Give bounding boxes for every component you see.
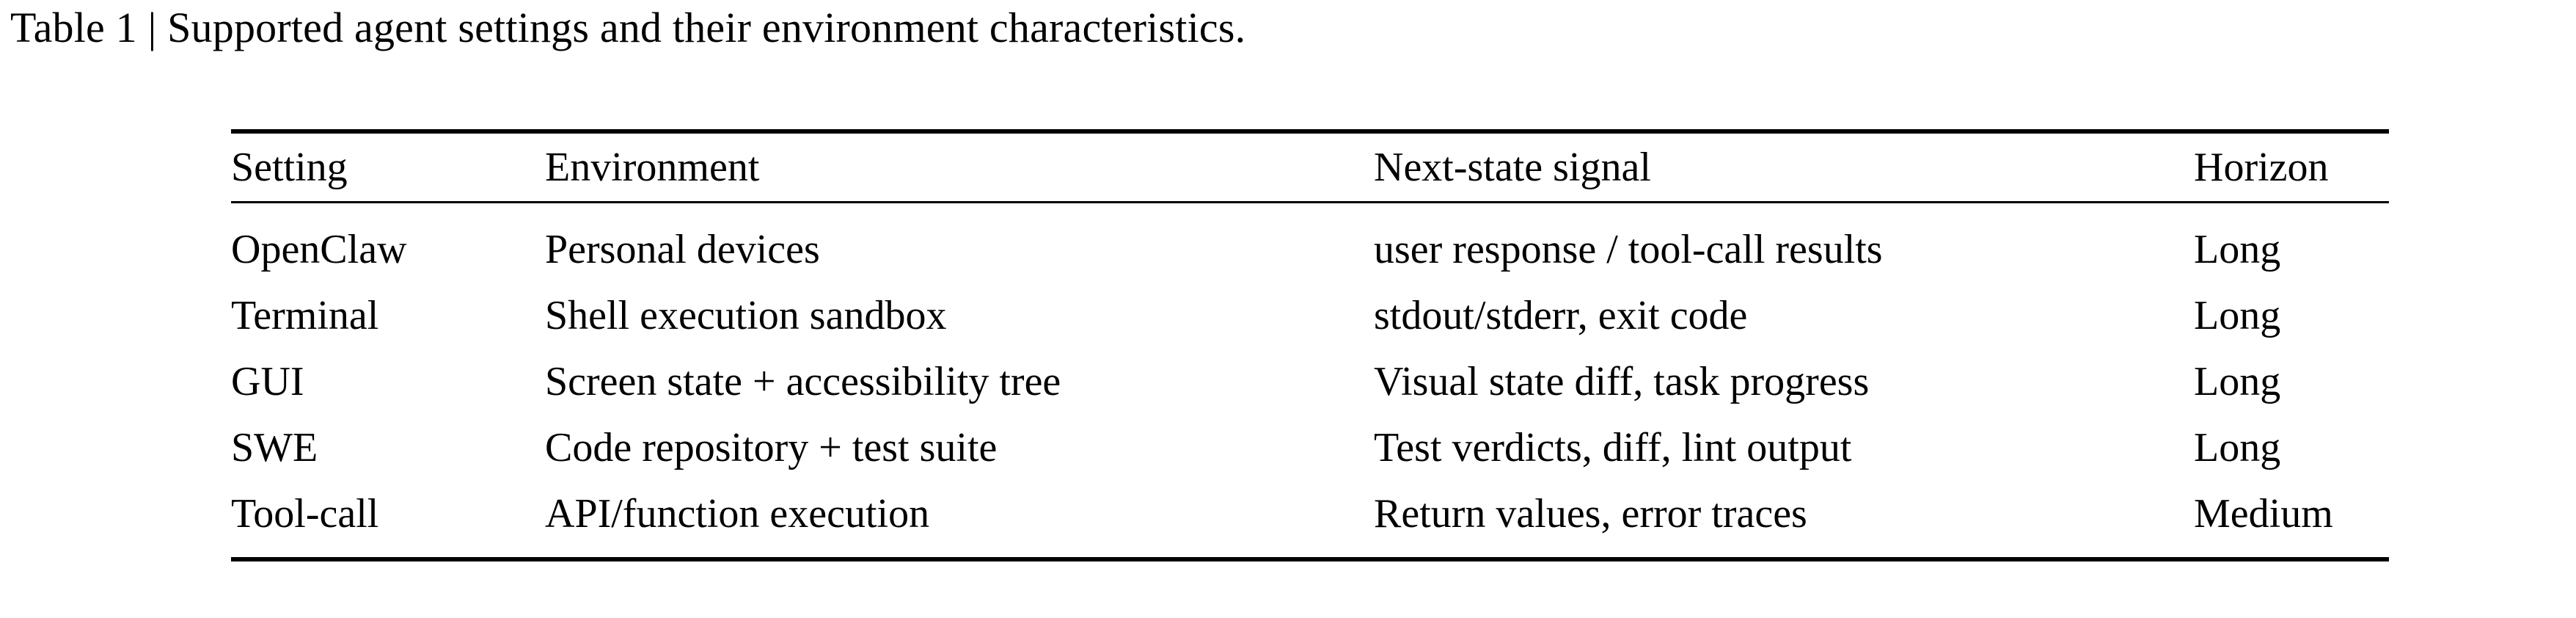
cell-environment: Screen state + accessibility tree [545, 359, 1061, 404]
bottom-rule [231, 557, 2389, 561]
header-rule-cell [231, 201, 2389, 203]
table-footer [231, 557, 2389, 561]
header-row: Setting Environment Next-state signal Ho… [231, 134, 2389, 201]
table-header: Setting Environment Next-state signal Ho… [231, 129, 2389, 203]
top-rule-cell [231, 129, 2389, 134]
table-caption: Table 1 | Supported agent settings and t… [10, 4, 1246, 51]
cell-environment: Code repository + test suite [545, 425, 998, 470]
table-row: GUI Screen state + accessibility tree Vi… [231, 349, 2389, 415]
cell-next-state-signal: user response / tool-call results [1374, 227, 1883, 272]
cell-setting: Terminal [231, 293, 379, 338]
cell-environment: Shell execution sandbox [545, 293, 947, 338]
cell-environment: Personal devices [545, 227, 820, 272]
cell-setting: Tool-call [231, 491, 379, 537]
cell-horizon: Long [2194, 293, 2281, 338]
header-rule-row [231, 201, 2389, 203]
table-container: Setting Environment Next-state signal Ho… [231, 129, 2389, 561]
cell-horizon: Long [2194, 227, 2281, 272]
table-row: OpenClaw Personal devices user response … [231, 203, 2389, 283]
column-header-next-state-signal: Next-state signal [1374, 145, 1651, 190]
supported-agent-settings-table: Setting Environment Next-state signal Ho… [231, 129, 2389, 561]
table-row: SWE Code repository + test suite Test ve… [231, 415, 2389, 481]
cell-next-state-signal: Test verdicts, diff, lint output [1374, 425, 1852, 470]
bottom-rule-row [231, 557, 2389, 561]
header-rule [231, 201, 2389, 203]
column-header-setting: Setting [231, 145, 348, 190]
cell-horizon: Medium [2194, 491, 2333, 537]
cell-setting: OpenClaw [231, 227, 407, 272]
bottom-rule-cell [231, 557, 2389, 561]
cell-horizon: Long [2194, 359, 2281, 404]
table-body: OpenClaw Personal devices user response … [231, 203, 2389, 557]
cell-next-state-signal: Visual state diff, task progress [1374, 359, 1870, 404]
cell-next-state-signal: Return values, error traces [1374, 491, 1807, 537]
top-rule-row [231, 129, 2389, 134]
table-row: Terminal Shell execution sandbox stdout/… [231, 283, 2389, 349]
cell-environment: API/function execution [545, 491, 930, 537]
cell-setting: SWE [231, 425, 318, 470]
column-header-horizon: Horizon [2194, 145, 2329, 190]
cell-horizon: Long [2194, 425, 2281, 470]
cell-setting: GUI [231, 359, 304, 404]
top-rule [231, 129, 2389, 134]
column-header-environment: Environment [545, 145, 760, 190]
table-row: Tool-call API/function execution Return … [231, 481, 2389, 557]
cell-next-state-signal: stdout/stderr, exit code [1374, 293, 1748, 338]
